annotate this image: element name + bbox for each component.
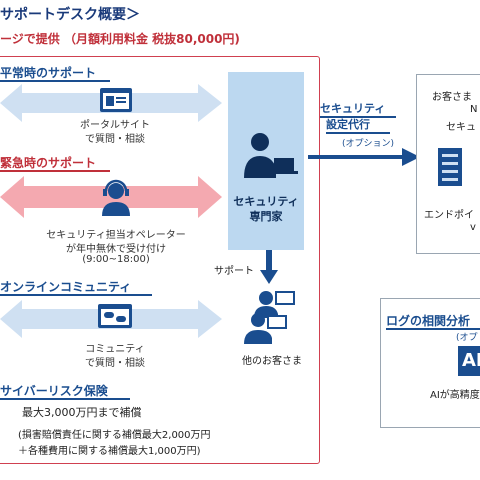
security-operation-title-1: セキュリティ	[320, 102, 386, 115]
support-down-arrow	[260, 250, 278, 284]
expert-icon	[244, 133, 298, 178]
ai-badge: AI	[458, 346, 480, 376]
caption-portal-2: で質問・相談	[85, 134, 145, 145]
customer-line-2: N	[470, 104, 478, 115]
other-customers-icon	[244, 291, 295, 344]
caption-community: コミュニティ	[85, 344, 145, 355]
log-analysis-title: ログの相関分析	[386, 314, 471, 328]
underline	[0, 170, 110, 172]
underline	[326, 132, 390, 134]
community-icon	[98, 304, 132, 328]
other-customers-label: 他のお客さま	[242, 356, 302, 367]
caption-operator: セキュリティ担当オペレーター	[46, 230, 186, 241]
right-arrow	[308, 148, 420, 166]
caption-hours: (9:00~18:00)	[82, 254, 150, 265]
server-icon	[438, 148, 462, 186]
underline	[0, 294, 152, 296]
page-title: サポートデスク概要＞	[0, 7, 140, 23]
log-analysis-option: (オプ	[456, 333, 478, 343]
customer-line-1: お客さま	[432, 92, 472, 103]
insurance-detail-1: (損害賠償責任に関する補償最大2,000万円	[18, 430, 211, 441]
support-frame	[0, 56, 320, 464]
caption-community-2: で質問・相談	[85, 358, 145, 369]
section-title-emergency: 緊急時のサポート	[0, 156, 97, 170]
log-analysis-caption: AIが高精度	[430, 390, 480, 401]
insurance-max: 最大3,000万円まで補償	[22, 406, 142, 419]
underline	[0, 80, 110, 82]
customer-line-4: エンドポイ	[424, 210, 474, 221]
underline	[0, 398, 130, 400]
portal-icon	[100, 88, 132, 112]
section-title-normal: 平常時のサポート	[0, 66, 97, 80]
underline	[320, 116, 396, 118]
expert-label: セキュリティ 専門家	[233, 195, 299, 223]
section-title-insurance: サイバーリスク保険	[0, 384, 108, 398]
security-operation-option: (オプション)	[342, 139, 395, 149]
section-title-community: オンラインコミュニティ	[0, 280, 132, 294]
customer-line-3: セキュ	[446, 122, 476, 133]
caption-operator-2: が年中無休で受け付け	[66, 244, 166, 255]
security-operation-title-2: 設定代行	[326, 118, 370, 131]
plan-price-text: ージで提供 （月額利用料金 税抜80,000円)	[0, 32, 240, 46]
support-label: サポート	[214, 266, 254, 277]
operator-icon	[102, 179, 130, 216]
underline	[386, 328, 480, 330]
insurance-detail-2: ＋各種費用に関する補償最大1,000万円)	[18, 446, 201, 457]
caption-portal: ポータルサイト	[80, 120, 150, 131]
customer-line-5: v	[470, 222, 476, 233]
